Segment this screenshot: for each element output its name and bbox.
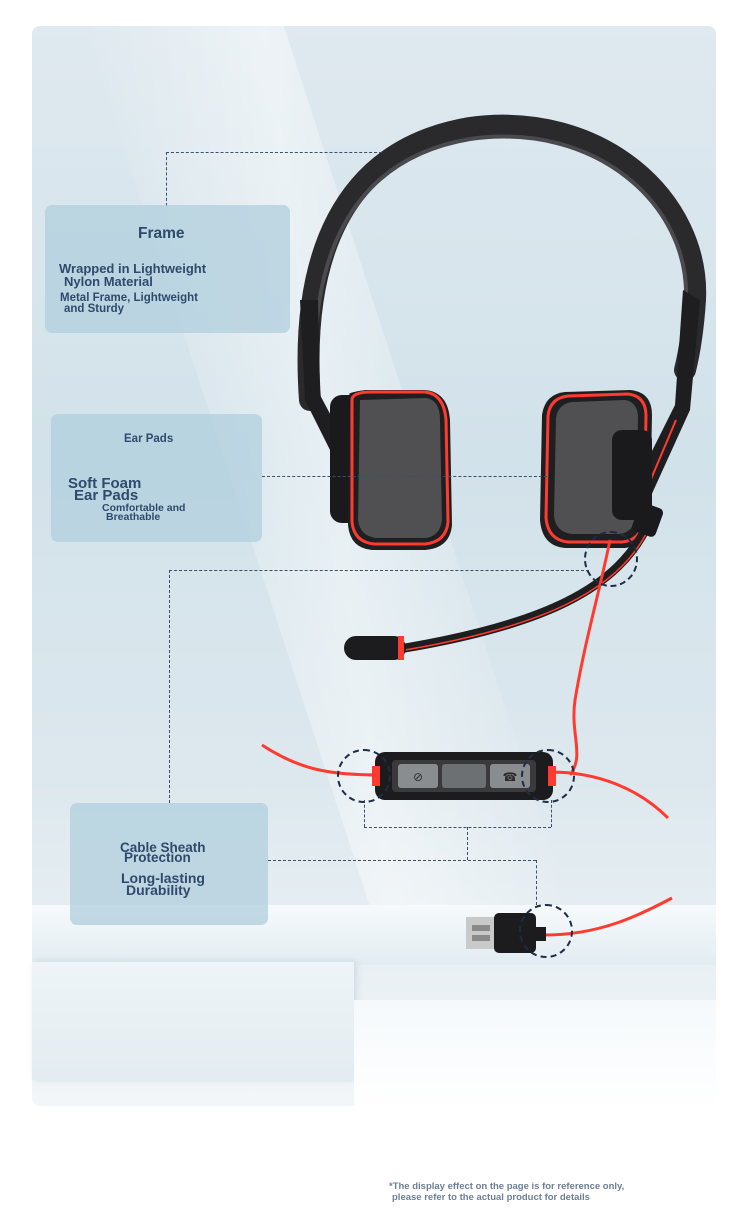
headband bbox=[297, 114, 707, 411]
svg-text:⊘: ⊘ bbox=[413, 770, 423, 784]
mic-capsule bbox=[344, 636, 406, 660]
cable-callout-line-mid bbox=[268, 860, 536, 861]
usb-callout-line bbox=[536, 860, 537, 905]
pedestal-block bbox=[32, 962, 354, 1080]
cable-callout-line-left bbox=[169, 570, 170, 803]
controller-right-ring bbox=[521, 749, 575, 803]
disclaimer-line-1: *The display effect on the page is for r… bbox=[389, 1181, 625, 1192]
ear-pads-line-2: Ear Pads bbox=[74, 487, 139, 504]
frame-title: Frame bbox=[138, 225, 185, 242]
controller-bracket-right bbox=[551, 800, 552, 827]
controller-left-ring bbox=[337, 749, 391, 803]
svg-text:☎: ☎ bbox=[503, 770, 518, 784]
usb-ring bbox=[519, 904, 573, 958]
controller-bracket-bottom bbox=[364, 827, 551, 828]
earpad-callout-line bbox=[262, 476, 547, 477]
ear-pads-line-3: Comfortable and bbox=[102, 502, 186, 514]
disclaimer-line-2: please refer to the actual product for d… bbox=[392, 1192, 590, 1203]
cable-feature-card: Cable Sheath Protection Long-lasting Dur… bbox=[70, 803, 268, 925]
cable-callout-line-top bbox=[169, 570, 589, 571]
ear-pads-title: Ear Pads bbox=[124, 433, 174, 445]
controller-bracket-left bbox=[364, 800, 365, 827]
frame-line-3: Metal Frame, Lightweight bbox=[60, 292, 199, 304]
frame-feature-card: Frame Wrapped in Lightweight Nylon Mater… bbox=[45, 205, 290, 333]
floor bbox=[354, 1000, 716, 1110]
frame-line-4: and Sturdy bbox=[64, 303, 125, 315]
frame-callout-line-v bbox=[166, 152, 167, 206]
mic-joint-ring bbox=[584, 531, 638, 587]
cable-line-2: Protection bbox=[124, 850, 191, 865]
cable-line-4: Durability bbox=[126, 882, 191, 898]
ear-pads-feature-card: Ear Pads Soft Foam Ear Pads Comfortable … bbox=[51, 414, 262, 542]
cable-line-1: Cable Sheath bbox=[120, 840, 206, 855]
controller-bracket-stem bbox=[467, 827, 468, 860]
ear-pads-line-4: Breathable bbox=[106, 511, 161, 523]
frame-callout-line-h bbox=[166, 152, 382, 153]
left-slider bbox=[300, 300, 360, 470]
disclaimer-note: *The display effect on the page is for r… bbox=[389, 1181, 624, 1203]
cable-line-3: Long-lasting bbox=[121, 870, 205, 886]
mic-boom bbox=[400, 515, 655, 653]
headband-highlight bbox=[313, 134, 689, 394]
frame-line-1: Wrapped in Lightweight bbox=[59, 261, 207, 276]
left-earcup bbox=[330, 390, 452, 550]
frame-line-2: Nylon Material bbox=[64, 274, 153, 289]
ear-pads-line-1: Soft Foam bbox=[68, 475, 142, 492]
right-slider bbox=[620, 290, 700, 520]
